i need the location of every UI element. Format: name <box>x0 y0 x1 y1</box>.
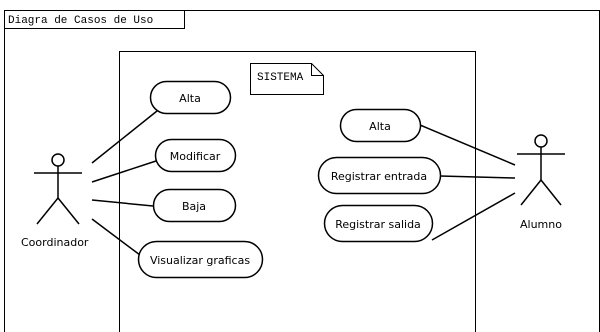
coordinator-associations <box>91 110 158 256</box>
assoc-coordinador-alta <box>91 110 158 164</box>
use-case-visualizar-graficas[interactable]: Visualizar graficas <box>137 240 264 279</box>
assoc-alumno-registrar-salida <box>431 192 516 241</box>
assoc-coordinador-visualizar <box>91 218 141 256</box>
use-case-baja-label: Baja <box>182 200 206 213</box>
diagram-title: Diagra de Casos de Uso <box>8 15 153 27</box>
use-case-registrar-salida-label: Registrar salida <box>335 218 421 231</box>
assoc-coordinador-modificar <box>91 160 157 183</box>
title-tab <box>4 10 185 29</box>
use-case-alta-right[interactable]: Alta <box>339 108 422 143</box>
use-case-alta-left[interactable]: Alta <box>149 80 232 115</box>
use-case-alta-left-label: Alta <box>179 92 201 105</box>
actor-coordinator <box>34 153 82 225</box>
use-case-registrar-entrada[interactable]: Registrar entrada <box>317 156 442 195</box>
system-note-fold <box>311 63 324 76</box>
use-case-registrar-salida[interactable]: Registrar salida <box>323 204 434 243</box>
use-case-visualizar-graficas-label: Visualizar graficas <box>150 254 250 267</box>
system-boundary <box>119 51 476 332</box>
student-associations <box>419 124 516 241</box>
system-note <box>250 63 324 95</box>
use-case-registrar-entrada-label: Registrar entrada <box>331 170 427 183</box>
assoc-alumno-registrar-entrada <box>439 175 516 179</box>
use-case-alta-right-label: Alta <box>369 120 391 133</box>
system-label: SISTEMA <box>257 72 304 84</box>
actor-student <box>517 134 565 206</box>
use-case-modificar[interactable]: Modificar <box>154 138 237 173</box>
assoc-alumno-alta <box>419 124 516 166</box>
use-case-modificar-label: Modificar <box>170 150 221 163</box>
assoc-coordinador-baja <box>91 199 154 207</box>
actor-student-label: Alumno <box>520 218 562 231</box>
diagram-frame <box>4 10 600 332</box>
actor-coordinator-label: Coordinador <box>21 236 89 249</box>
use-case-baja[interactable]: Baja <box>152 188 237 223</box>
